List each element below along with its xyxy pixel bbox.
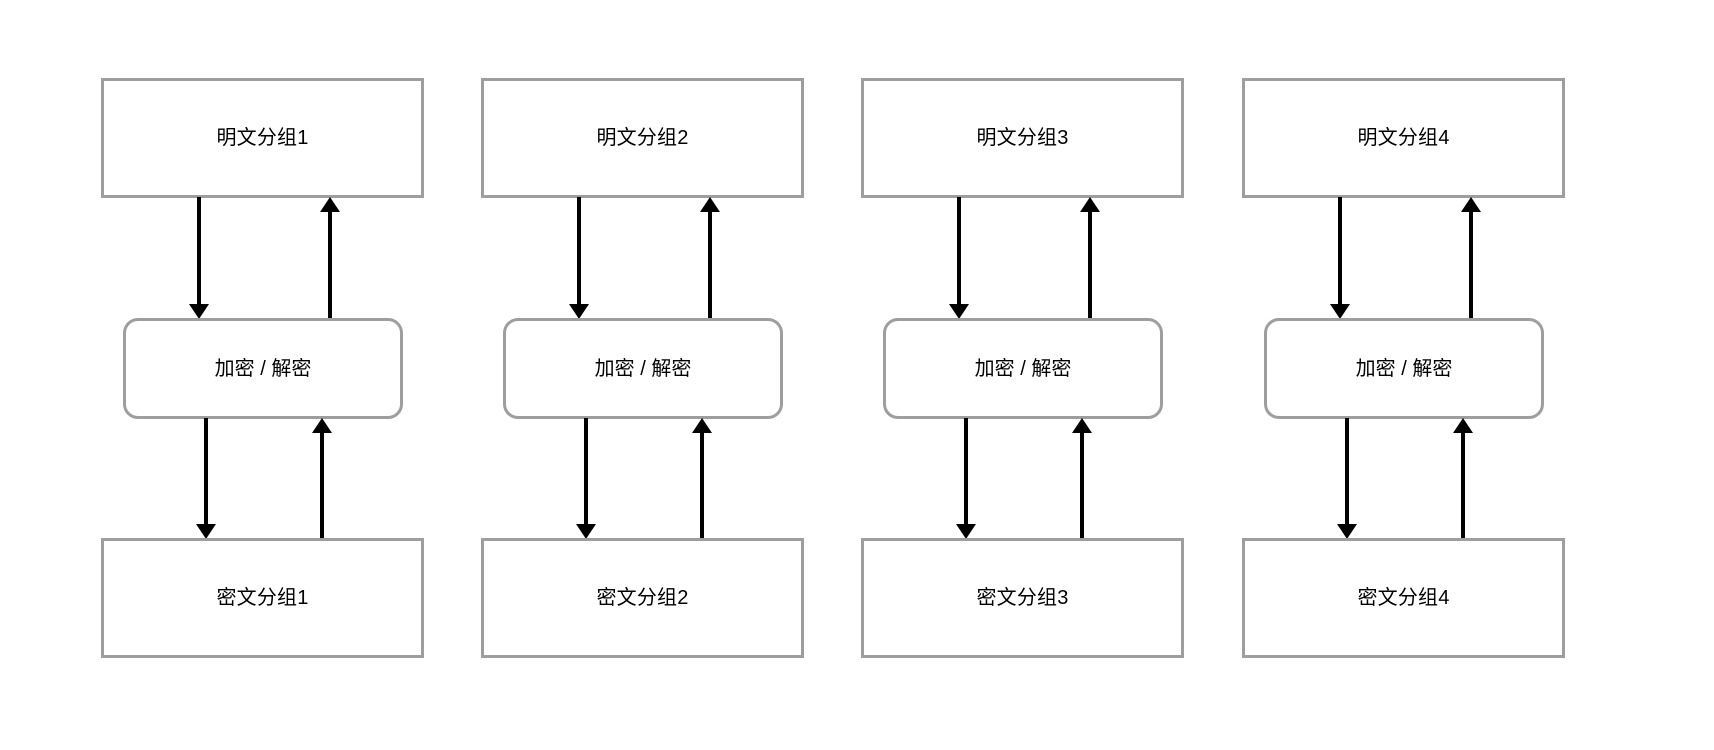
arrow-down-icon-plaintext-to-process-1 <box>189 197 209 319</box>
arrow-up-icon-ciphertext-to-process-4 <box>1453 418 1473 539</box>
arrow-head <box>1337 524 1357 539</box>
arrow-head <box>312 418 332 433</box>
plaintext-block-1[interactable]: 明文分组1 <box>101 78 424 198</box>
arrow-shaft <box>320 429 324 539</box>
plaintext-block-2[interactable]: 明文分组2 <box>481 78 804 198</box>
plaintext-block-1-label: 明文分组1 <box>216 127 309 149</box>
process-block-1-label: 加密 / 解密 <box>214 357 312 380</box>
ciphertext-block-3-label: 密文分组3 <box>976 587 1069 609</box>
arrow-shaft <box>1080 429 1084 539</box>
ciphertext-block-2[interactable]: 密文分组2 <box>481 538 804 658</box>
ciphertext-block-3[interactable]: 密文分组3 <box>861 538 1184 658</box>
arrow-shaft <box>204 418 208 528</box>
arrow-up-icon-ciphertext-to-process-3 <box>1072 418 1092 539</box>
plaintext-block-3[interactable]: 明文分组3 <box>861 78 1184 198</box>
arrow-head <box>320 197 340 212</box>
arrow-head <box>189 304 209 319</box>
group-column-3: 明文分组3 加密 / 解密 密文分组3 <box>861 0 1190 750</box>
arrow-down-icon-process-to-ciphertext-2 <box>576 418 596 539</box>
plaintext-block-2-label: 明文分组2 <box>596 127 689 149</box>
arrow-up-icon-process-to-plaintext-4 <box>1461 197 1481 319</box>
process-block-3[interactable]: 加密 / 解密 <box>883 318 1163 419</box>
arrow-shaft <box>957 197 961 308</box>
arrow-shaft <box>1345 418 1349 528</box>
arrow-head <box>1453 418 1473 433</box>
arrow-shaft <box>1338 197 1342 308</box>
arrow-shaft <box>708 208 712 319</box>
process-block-2-label: 加密 / 解密 <box>594 357 692 380</box>
arrow-shaft <box>197 197 201 308</box>
arrow-shaft <box>1469 208 1473 319</box>
arrow-up-icon-process-to-plaintext-1 <box>320 197 340 319</box>
arrow-shaft <box>700 429 704 539</box>
arrow-down-icon-process-to-ciphertext-1 <box>196 418 216 539</box>
ciphertext-block-2-label: 密文分组2 <box>596 587 689 609</box>
arrow-up-icon-process-to-plaintext-2 <box>700 197 720 319</box>
process-block-3-label: 加密 / 解密 <box>974 357 1072 380</box>
arrow-head <box>1080 197 1100 212</box>
arrow-head <box>569 304 589 319</box>
arrow-head <box>1461 197 1481 212</box>
arrow-head <box>700 197 720 212</box>
ciphertext-block-1-label: 密文分组1 <box>216 587 309 609</box>
arrow-head <box>692 418 712 433</box>
arrow-shaft <box>577 197 581 308</box>
process-block-2[interactable]: 加密 / 解密 <box>503 318 783 419</box>
arrow-head <box>1330 304 1350 319</box>
arrow-head <box>576 524 596 539</box>
arrow-head <box>196 524 216 539</box>
group-column-4: 明文分组4 加密 / 解密 密文分组4 <box>1242 0 1571 750</box>
arrow-shaft <box>1088 208 1092 319</box>
arrow-down-icon-process-to-ciphertext-3 <box>956 418 976 539</box>
arrow-down-icon-process-to-ciphertext-4 <box>1337 418 1357 539</box>
ciphertext-block-4[interactable]: 密文分组4 <box>1242 538 1565 658</box>
arrow-shaft <box>328 208 332 319</box>
arrow-shaft <box>964 418 968 528</box>
arrow-down-icon-plaintext-to-process-2 <box>569 197 589 319</box>
ciphertext-block-4-label: 密文分组4 <box>1357 587 1450 609</box>
group-column-1: 明文分组1 加密 / 解密 密文分组1 <box>101 0 430 750</box>
arrow-up-icon-process-to-plaintext-3 <box>1080 197 1100 319</box>
arrow-shaft <box>1461 429 1465 539</box>
arrow-down-icon-plaintext-to-process-4 <box>1330 197 1350 319</box>
process-block-4-label: 加密 / 解密 <box>1355 357 1453 380</box>
ciphertext-block-1[interactable]: 密文分组1 <box>101 538 424 658</box>
arrow-head <box>949 304 969 319</box>
plaintext-block-4[interactable]: 明文分组4 <box>1242 78 1565 198</box>
arrow-up-icon-ciphertext-to-process-2 <box>692 418 712 539</box>
arrow-up-icon-ciphertext-to-process-1 <box>312 418 332 539</box>
arrow-shaft <box>584 418 588 528</box>
arrow-head <box>1072 418 1092 433</box>
process-block-4[interactable]: 加密 / 解密 <box>1264 318 1544 419</box>
plaintext-block-4-label: 明文分组4 <box>1357 127 1450 149</box>
group-column-2: 明文分组2 加密 / 解密 密文分组2 <box>481 0 810 750</box>
process-block-1[interactable]: 加密 / 解密 <box>123 318 403 419</box>
plaintext-block-3-label: 明文分组3 <box>976 127 1069 149</box>
arrow-down-icon-plaintext-to-process-3 <box>949 197 969 319</box>
arrow-head <box>956 524 976 539</box>
